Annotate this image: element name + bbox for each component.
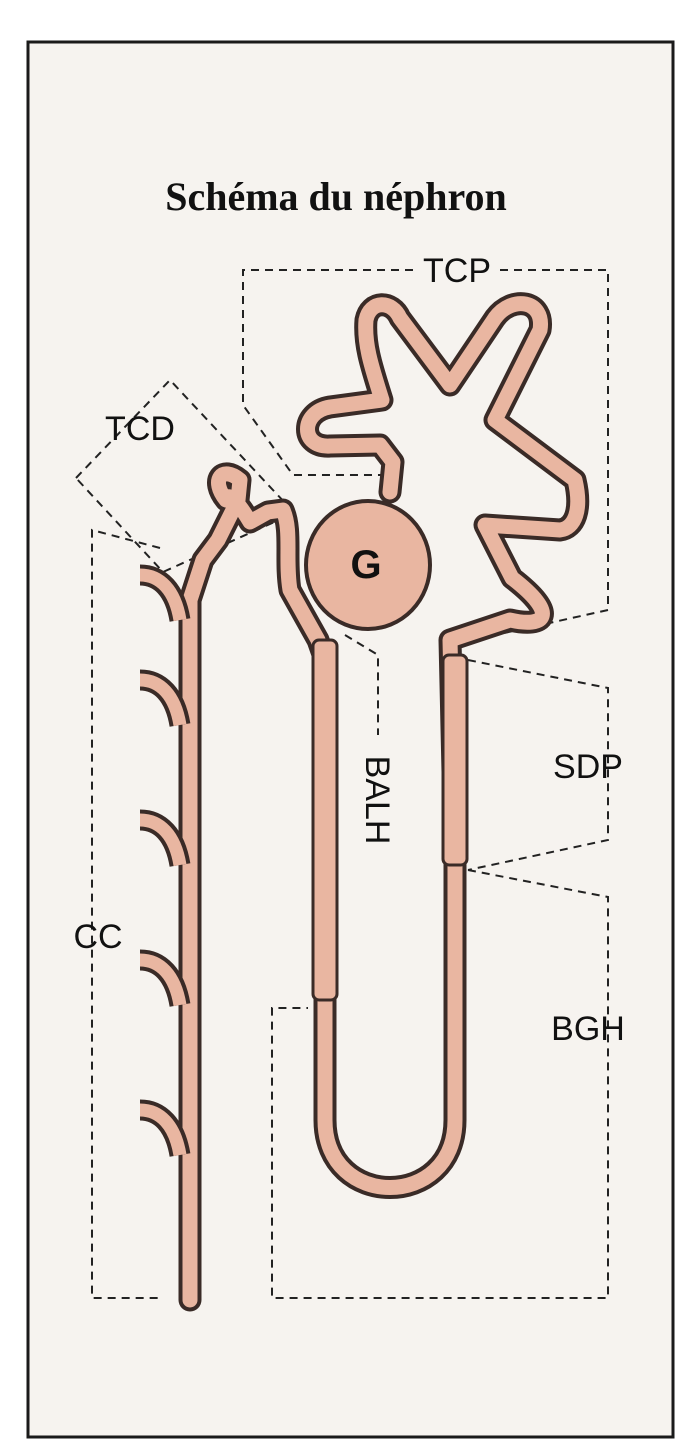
tcd-label: TCD [105, 410, 175, 448]
glomerulus-body [304, 499, 432, 631]
collecting-duct-branch [139, 1103, 187, 1157]
collecting-duct-branches [139, 564, 191, 1158]
cc-region-outline [91, 528, 161, 1299]
panel-background [26, 40, 675, 1439]
balh-connector [344, 634, 379, 735]
tubule-fill [182, 296, 586, 1308]
tcp-label: TCP [423, 252, 491, 290]
cc-label: CC [73, 918, 122, 956]
balh-thickening [311, 638, 339, 1002]
collecting-duct-branch [139, 673, 187, 727]
sdp-thickening [441, 653, 469, 867]
collecting-duct-branch [139, 813, 187, 867]
tcp-region-outline [242, 269, 413, 476]
bgh-label: BGH [551, 1010, 625, 1048]
collecting-duct-branch [139, 953, 187, 1007]
sdp-region-outline [467, 659, 609, 871]
sdp-label: SDP [553, 748, 623, 786]
collecting-duct-branch [139, 568, 187, 622]
diagram-title: Schéma du néphron [165, 174, 507, 219]
glomerulus: G [304, 499, 432, 631]
bgh-region-outline [271, 869, 609, 1299]
glomerulus-label: G [350, 543, 381, 587]
tcp-label-backdrop [414, 250, 500, 286]
balh-label: BALH [358, 756, 396, 845]
nephron-tubule [178, 292, 590, 1312]
